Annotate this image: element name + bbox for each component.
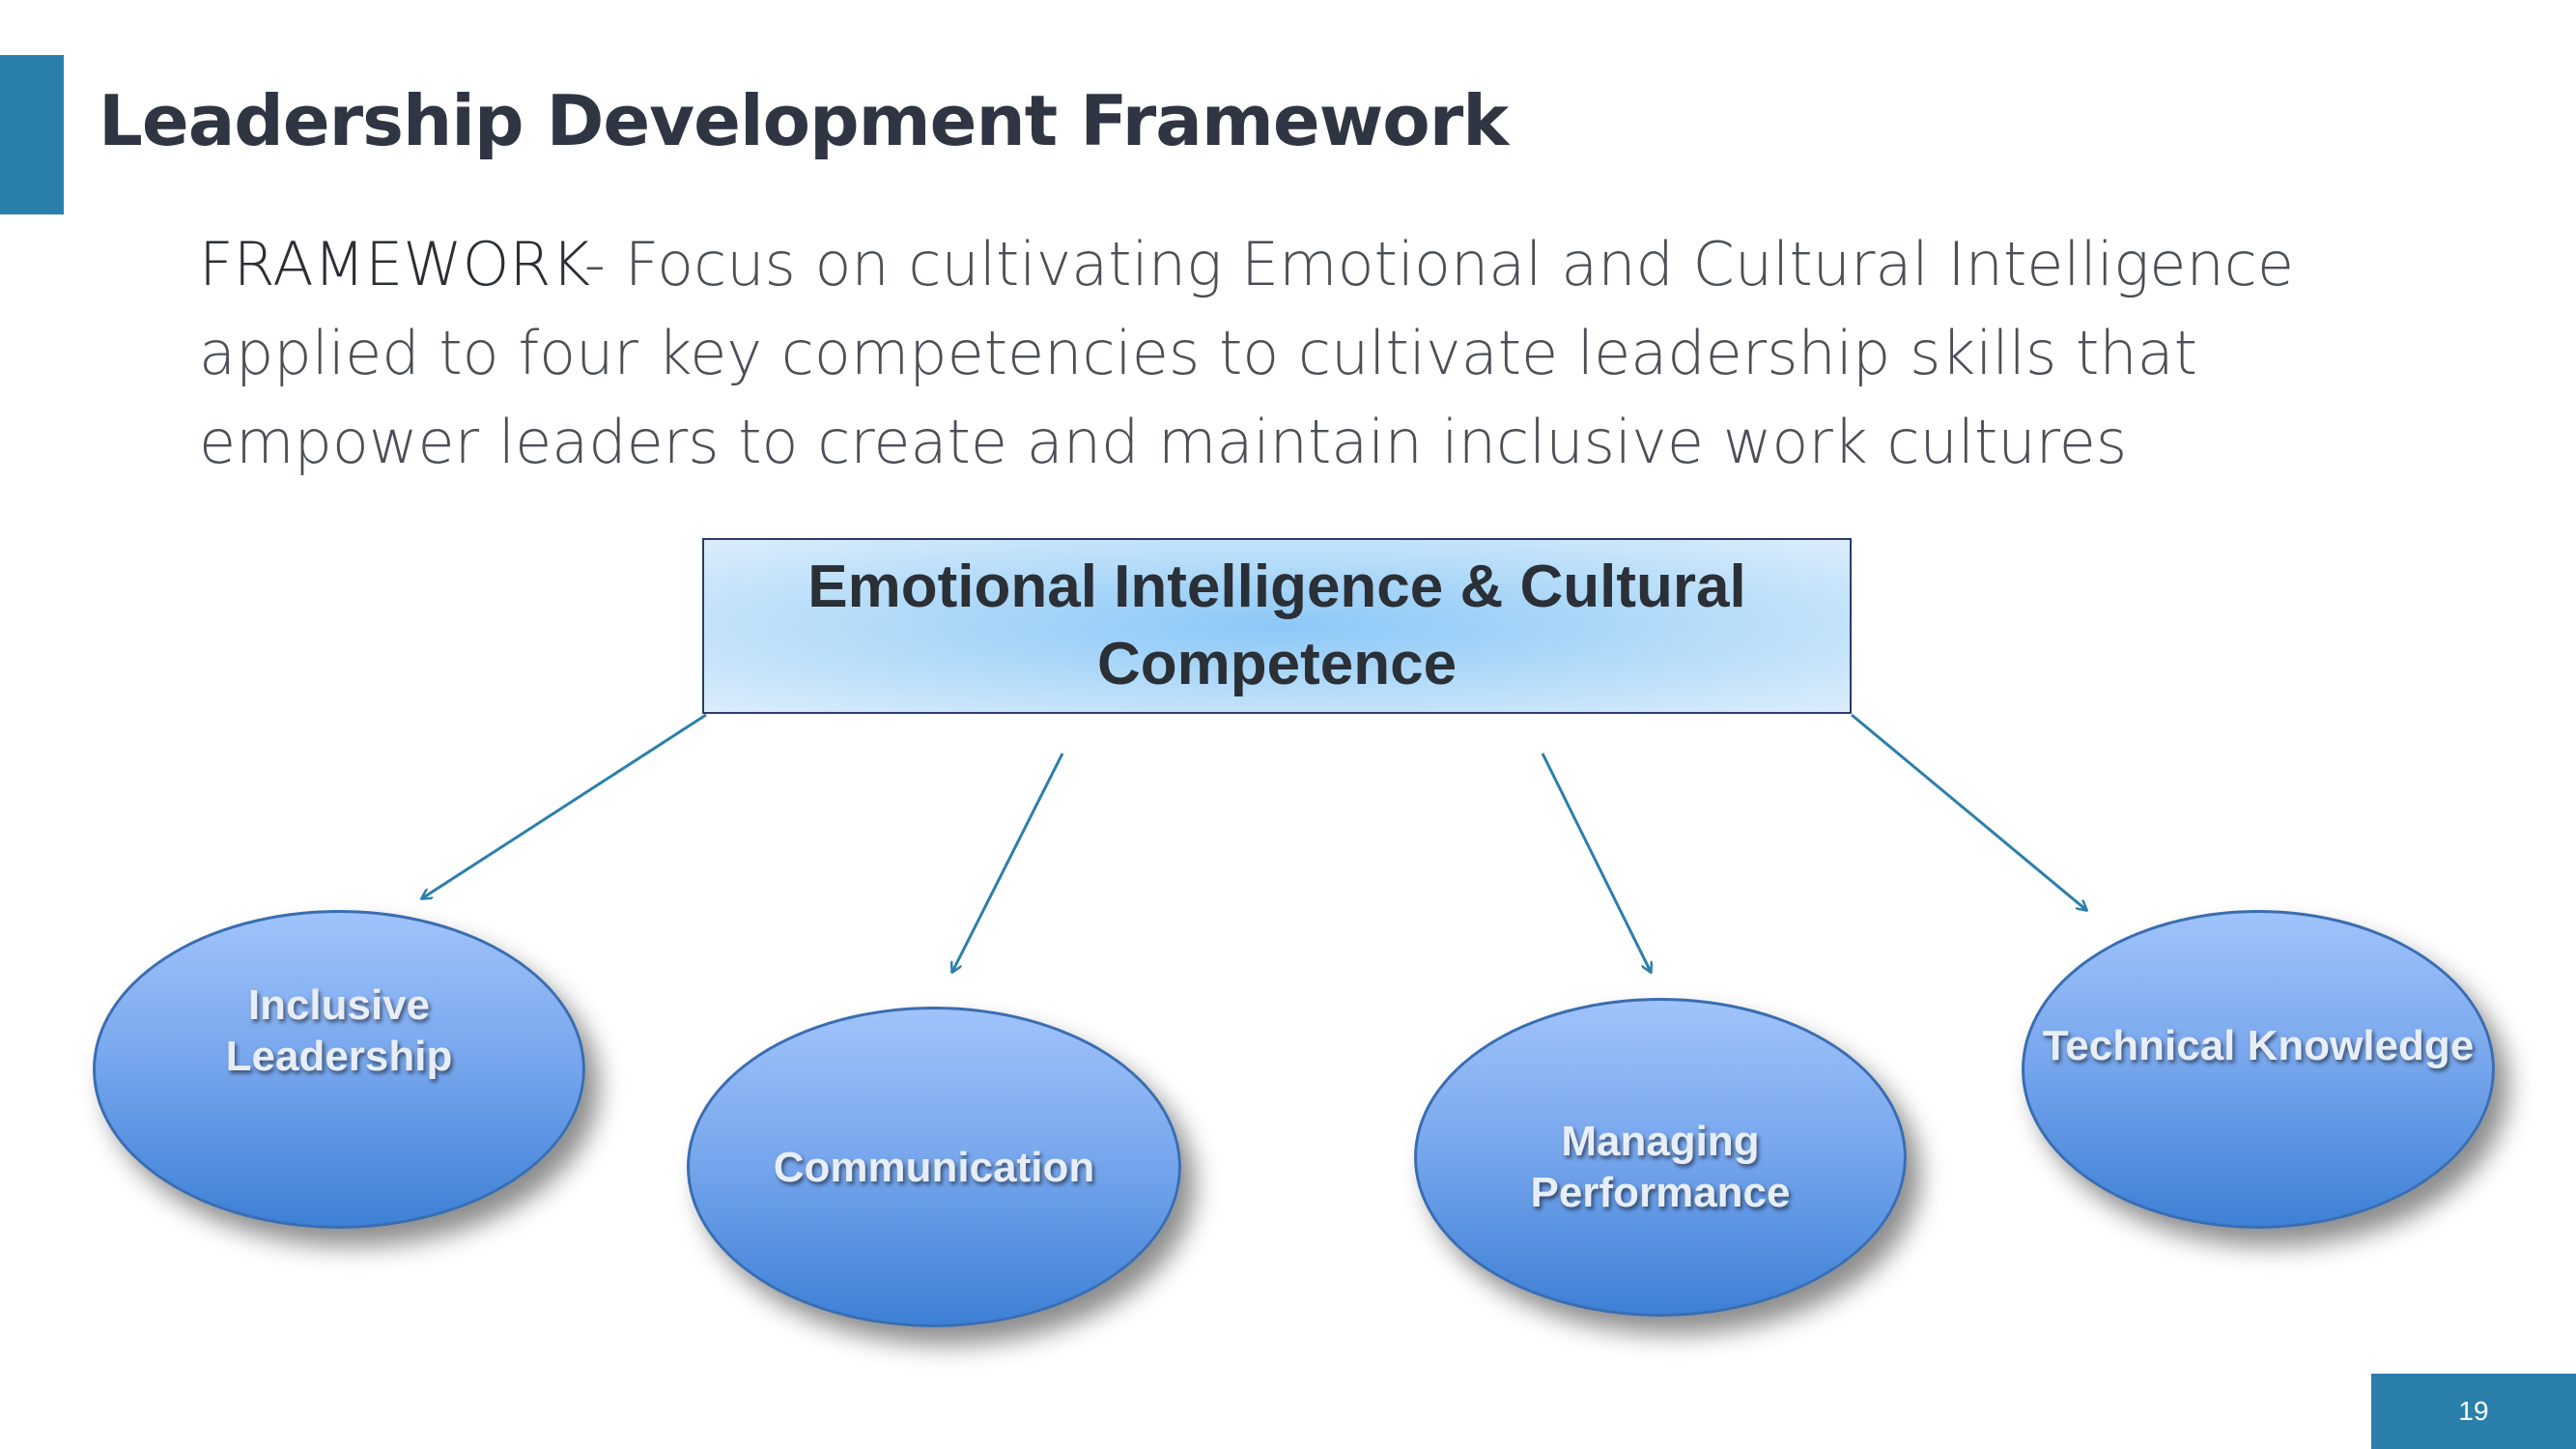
- page-number-badge: 19: [2371, 1374, 2576, 1449]
- framework-description: FRAMEWORK- Focus on cultivating Emotiona…: [199, 220, 2420, 487]
- node-label: Communication: [773, 1143, 1095, 1191]
- node-inclusive-leadership: Inclusive Leadership: [93, 910, 585, 1229]
- arrow-to-inclusive-leadership: [422, 713, 707, 898]
- node-label: Managing Performance: [1530, 1118, 1791, 1216]
- node-label: Technical Knowledge: [2042, 1021, 2475, 1069]
- root-competency-label: Emotional Intelligence & Cultural Compet…: [807, 554, 1746, 697]
- node-label: Inclusive Leadership: [225, 981, 453, 1080]
- root-competency-box: Emotional Intelligence & Cultural Compet…: [702, 538, 1852, 714]
- node-technical-knowledge: Technical Knowledge: [2022, 910, 2495, 1229]
- framework-description-text: - Focus on cultivating Emotional and Cul…: [199, 229, 2294, 477]
- arrow-to-managing-performance: [1541, 753, 1651, 972]
- framework-lead-word: FRAMEWORK: [199, 229, 584, 299]
- slide-title: Leadership Development Framework: [99, 80, 1509, 161]
- arrow-to-communication: [952, 753, 1064, 972]
- arrow-to-technical-knowledge: [1851, 713, 2086, 910]
- title-accent-bar: [0, 55, 64, 214]
- page-number: 19: [2458, 1396, 2489, 1426]
- node-communication: Communication: [687, 1007, 1181, 1327]
- node-managing-performance: Managing Performance: [1414, 998, 1907, 1317]
